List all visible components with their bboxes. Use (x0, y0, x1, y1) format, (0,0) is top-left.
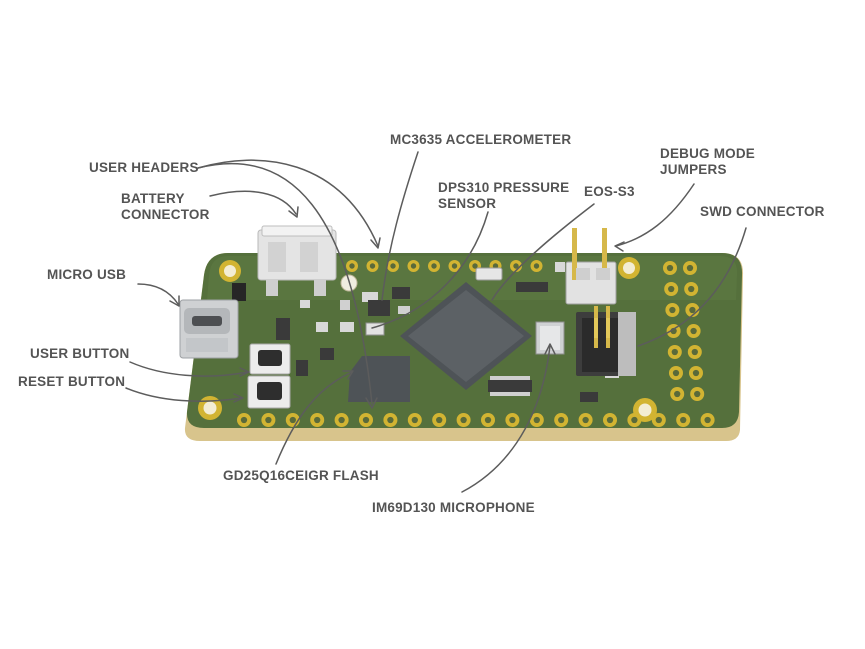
header-pad-hole (363, 417, 369, 423)
header-pad-hole (694, 391, 700, 397)
header-pad-hole (693, 370, 699, 376)
header-pad-hole (452, 263, 457, 268)
header-pad-hole (680, 417, 686, 423)
header-pad-hole (689, 307, 695, 313)
header-pad-hole (673, 370, 679, 376)
label-accelerometer: MC3635 ACCELEROMETER (390, 132, 571, 147)
label-user-headers: USER HEADERS (89, 160, 199, 175)
header-pad-hole (704, 417, 710, 423)
header-pad-hole (436, 417, 442, 423)
header-pad-hole (338, 417, 344, 423)
header-pad-hole (534, 263, 539, 268)
header-pad-hole (290, 417, 296, 423)
header-pad-hole (534, 417, 540, 423)
label-reset-button: RESET BUTTON (18, 374, 125, 389)
label-battery-connector-1: BATTERY (121, 191, 185, 206)
header-pad-hole (314, 417, 320, 423)
header-pad-hole (370, 263, 375, 268)
ic-chip (488, 376, 532, 396)
header-pad-hole (656, 417, 662, 423)
header-pad-hole (667, 265, 673, 271)
header-pad-hole (431, 263, 436, 268)
header-pad-hole (607, 417, 613, 423)
header-pad-hole (690, 328, 696, 334)
leader-micro-usb (138, 284, 178, 304)
label-debug-jumpers-2: JUMPERS (660, 162, 727, 177)
header-pad-hole (390, 263, 395, 268)
mounting-hole (204, 402, 217, 415)
header-pad-hole (387, 417, 393, 423)
header-pad-hole (412, 417, 418, 423)
header-pad-hole (485, 417, 491, 423)
label-pressure-sensor-2: SENSOR (438, 196, 496, 211)
header-pad-hole (631, 417, 637, 423)
header-pad-hole (692, 349, 698, 355)
label-micro-usb: MICRO USB (47, 267, 126, 282)
header-pad-hole (265, 417, 271, 423)
mounting-hole (639, 404, 652, 417)
reset-button (248, 376, 290, 408)
label-microphone: IM69D130 MICROPHONE (372, 500, 535, 515)
header-pad-hole (582, 417, 588, 423)
header-pad-hole (411, 263, 416, 268)
label-swd-connector: SWD CONNECTOR (700, 204, 825, 219)
label-pressure-sensor-1: DPS310 PRESSURE (438, 180, 569, 195)
label-debug-jumpers-1: DEBUG MODE (660, 146, 755, 161)
label-user-button: USER BUTTON (30, 346, 129, 361)
header-pad-hole (349, 263, 354, 268)
label-battery-connector-2: CONNECTOR (121, 207, 210, 222)
header-pad-hole (688, 286, 694, 292)
header-pad-hole (558, 417, 564, 423)
mounting-hole (224, 265, 236, 277)
header-pad-hole (509, 417, 515, 423)
leader-battery (210, 191, 296, 214)
header-pad-hole (672, 349, 678, 355)
header-pad-hole (241, 417, 247, 423)
header-pad-hole (668, 286, 674, 292)
debug-jumpers (566, 228, 616, 304)
header-pad-hole (460, 417, 466, 423)
header-pad-hole (669, 307, 675, 313)
user-button (250, 344, 290, 374)
header-pad-hole (674, 391, 680, 397)
flash-chip (348, 356, 410, 402)
mounting-hole (623, 262, 635, 274)
label-eos-s3: EOS-S3 (584, 184, 635, 199)
header-pad-hole (687, 265, 693, 271)
label-flash: GD25Q16CEIGR FLASH (223, 468, 379, 483)
swd-connector (576, 306, 636, 376)
accelerometer-chip (368, 300, 390, 316)
